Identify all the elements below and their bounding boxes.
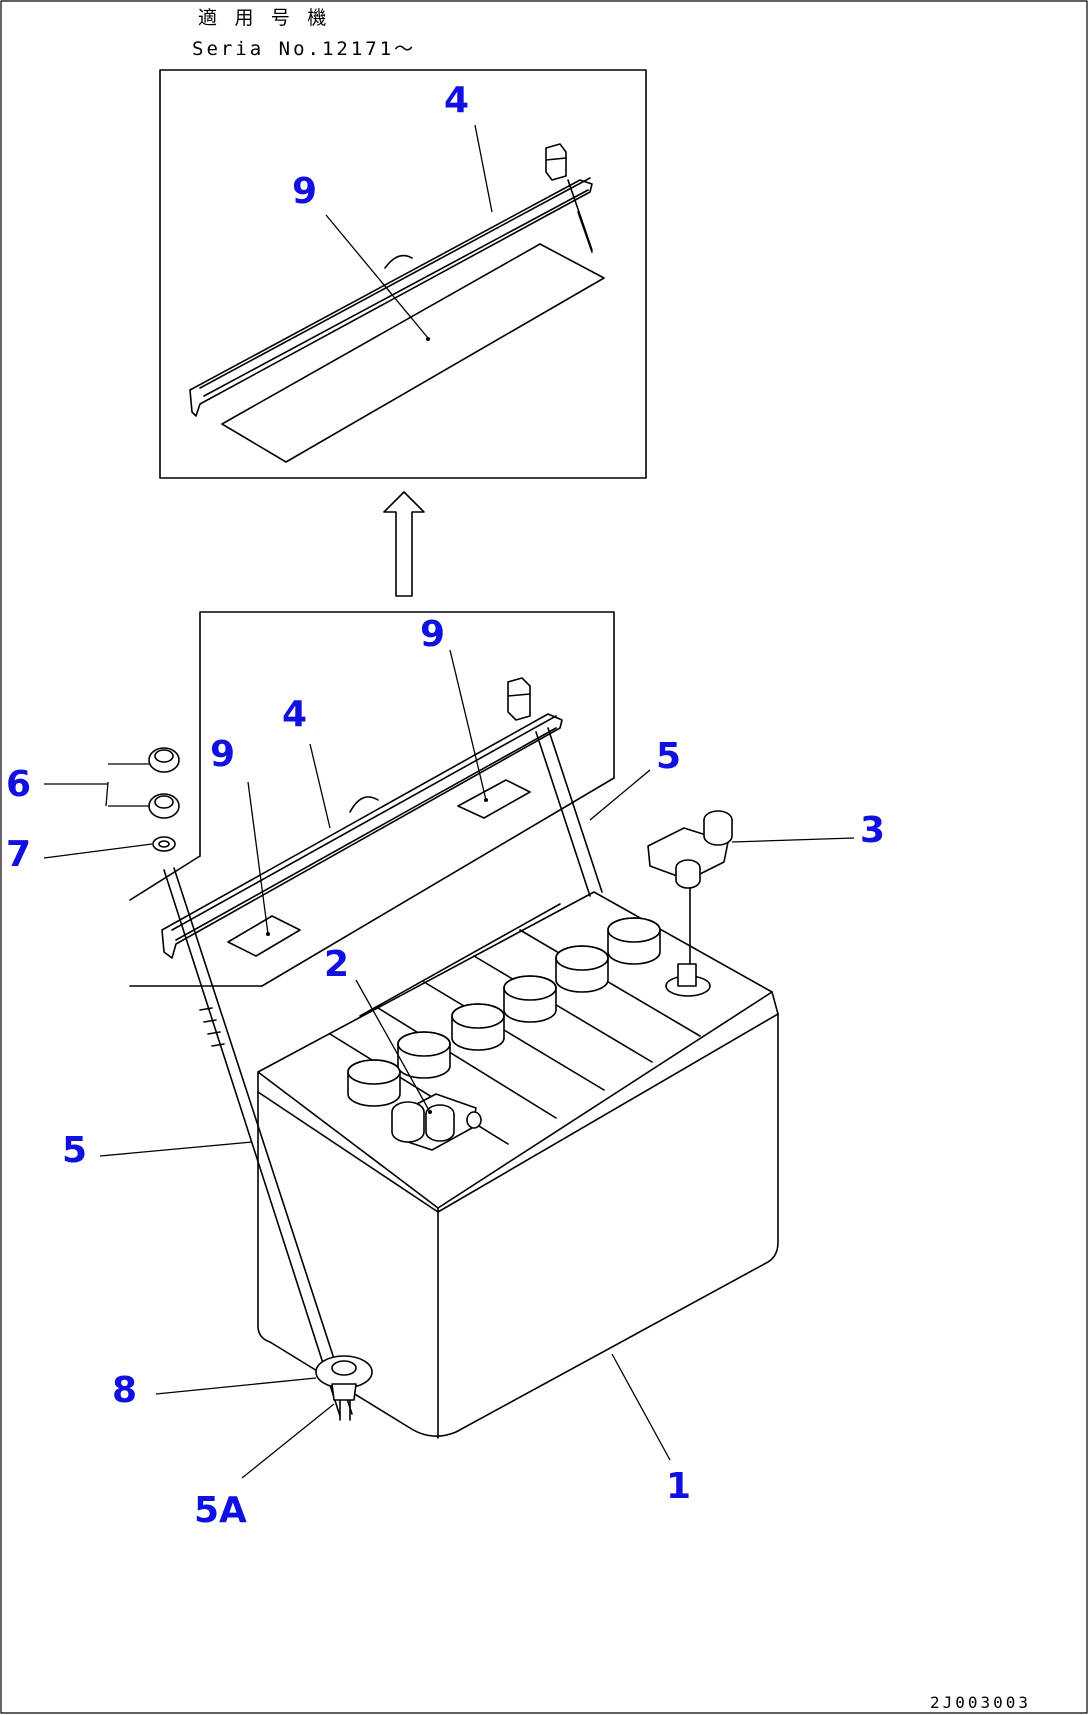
- callout-2: 2: [324, 944, 349, 985]
- main-assembly: 9 4 9 5 6 7 3 2 5 8 5A 1: [6, 611, 885, 1531]
- detail-window-frame: [199, 611, 615, 857]
- hook-rod-left: [163, 867, 353, 1417]
- inset-hold-down-bar: [189, 143, 593, 417]
- callout-8: 8: [112, 1370, 137, 1411]
- battery-hook-bracket: [315, 1355, 373, 1421]
- terminal-clamp-negative: [391, 1093, 482, 1151]
- callout-left-4: 4: [282, 694, 307, 735]
- serial-number-label: Seria No.12171〜: [192, 38, 416, 60]
- nuts-and-washer: [148, 747, 180, 852]
- callout-left-9: 9: [210, 734, 235, 775]
- callout-1: 1: [666, 1466, 691, 1507]
- callout-inset-4: 4: [444, 80, 469, 121]
- callout-inset-9: 9: [292, 171, 317, 212]
- callout-top-9: 9: [420, 614, 445, 655]
- leader-lines: [43, 649, 855, 1479]
- callout-3: 3: [860, 810, 885, 851]
- callout-lower-5: 5: [62, 1130, 87, 1171]
- inset-detail-view: 4 9: [159, 69, 647, 479]
- callout-5a: 5A: [194, 1490, 247, 1531]
- battery-cell-caps: [347, 917, 661, 1107]
- callout-6: 6: [6, 764, 31, 805]
- callout-7: 7: [6, 834, 31, 875]
- detail-arrow: [383, 491, 425, 597]
- inset-caution-plate: [221, 243, 605, 463]
- inset-frame: [159, 69, 647, 479]
- hook-rod-right: [535, 727, 603, 897]
- hold-down-bar: [161, 677, 563, 959]
- applicable-serial-label: 適 用 号 機: [198, 7, 329, 29]
- battery: [257, 891, 779, 1439]
- drawing-code: 2J003003: [930, 1693, 1031, 1712]
- callout-right-5: 5: [656, 736, 681, 777]
- terminal-clamp-positive: [647, 810, 733, 965]
